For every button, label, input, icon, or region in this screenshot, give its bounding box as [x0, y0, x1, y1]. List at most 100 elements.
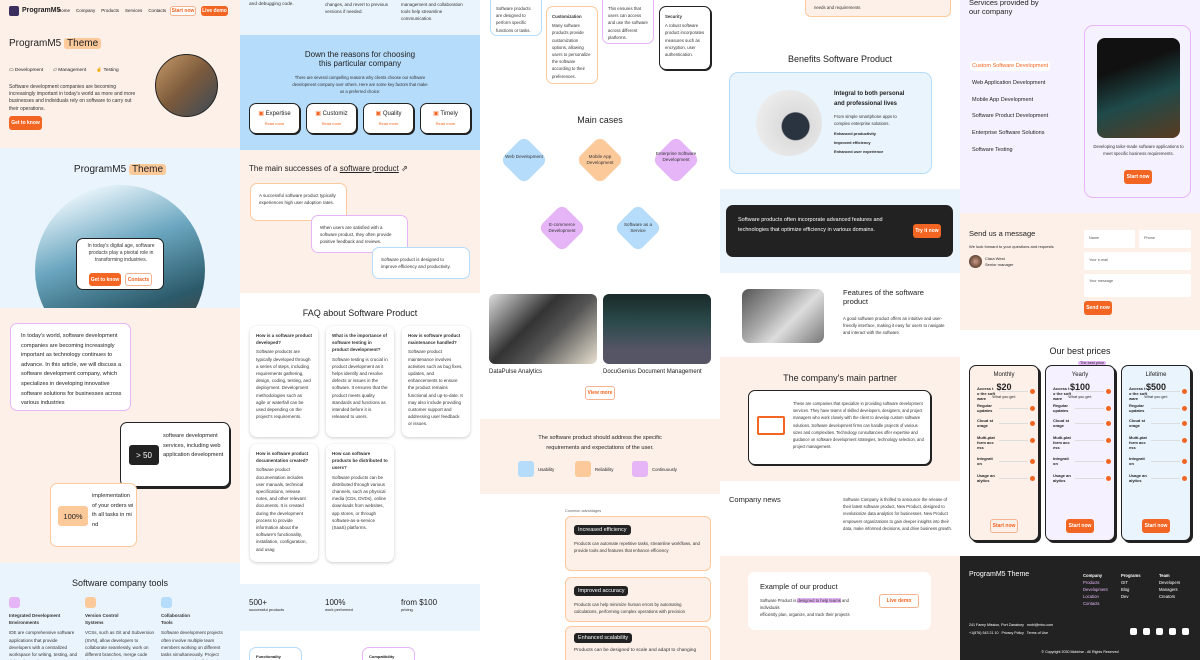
start-now-button[interactable]: Start now	[990, 519, 1018, 533]
shield-icon	[575, 461, 591, 477]
faq-question: How can software products be distributed…	[332, 451, 388, 471]
read-more-link[interactable]: Read more	[378, 121, 399, 126]
logo-text[interactable]: ProgramM5	[22, 7, 61, 14]
case-saas[interactable]: Software as a Service	[623, 222, 653, 233]
service-item[interactable]: Mobile App Development	[972, 97, 1034, 103]
start-now-button[interactable]: Start now	[1066, 519, 1094, 533]
case-web[interactable]: Web Development	[505, 154, 543, 159]
check-icon	[1182, 476, 1187, 481]
advantage-title: Increased efficiency	[574, 525, 631, 535]
view-more-button[interactable]: View more	[585, 386, 615, 400]
start-now-button[interactable]: Start now	[1124, 170, 1152, 184]
nav-products[interactable]: Products	[101, 8, 120, 13]
service-item[interactable]: Software Testing	[972, 147, 1013, 153]
contacts-button[interactable]: Contacts	[125, 273, 152, 286]
start-now-button[interactable]: Start now	[170, 6, 196, 16]
github-icon[interactable]	[1143, 628, 1150, 635]
product-image-docugenius[interactable]	[603, 294, 711, 364]
banner-section: Software products often incorporate adva…	[720, 189, 960, 273]
reason-label: Expertise	[265, 111, 291, 117]
footer-brand: ProgramM5 Theme	[969, 571, 1030, 578]
live-demo-button[interactable]: Live demo	[879, 594, 919, 608]
service-item[interactable]: Enterprise Software Solutions	[972, 130, 1045, 136]
quality-title: Functionality	[256, 654, 281, 659]
footer-link[interactable]: Products	[1083, 580, 1100, 585]
success-card: When users are satisfied with a software…	[311, 215, 408, 253]
presentation-icon: ▣	[375, 111, 382, 117]
footer-link[interactable]: Contacts	[1083, 601, 1100, 606]
plan-feature-label: Usage analytics	[1053, 473, 1071, 483]
tool-vcs: Version Control Systems VCSs, such as Gi…	[85, 597, 155, 660]
footer-link[interactable]: Development	[1083, 587, 1108, 592]
presentation-icon: ▣	[315, 111, 321, 117]
footer-link[interactable]: Managers	[1159, 587, 1178, 592]
quality-text: Software products are designed to perfor…	[496, 6, 531, 33]
footer-phone[interactable]: +1(876) 543 21 10	[969, 631, 999, 635]
message-textarea[interactable]: Your message	[1084, 274, 1191, 297]
get-to-know-button[interactable]: Get to know	[89, 273, 121, 286]
read-more-link[interactable]: Read more	[435, 121, 456, 126]
phone-input[interactable]: Phone	[1139, 230, 1191, 248]
footer-link[interactable]: Creators	[1159, 594, 1176, 599]
footer-link[interactable]: Developers	[1159, 580, 1181, 585]
email-input[interactable]: Your e-mail	[1084, 252, 1191, 270]
service-item[interactable]: Web Application Development	[972, 80, 1046, 86]
product-image-datapulse[interactable]	[489, 294, 597, 364]
get-to-know-button[interactable]: Get to know	[9, 116, 42, 130]
stat-value: 100%	[325, 598, 346, 607]
faq-section: FAQ about Software Product How is a soft…	[240, 293, 480, 583]
service-item[interactable]: Software Product Development	[972, 113, 1049, 119]
read-more-link[interactable]: Read more	[321, 121, 342, 126]
stat-card-orders: 100% implementation of your orders with …	[50, 483, 137, 547]
facebook-icon[interactable]	[1130, 628, 1137, 635]
live-demo-button[interactable]: Live demo	[201, 6, 228, 16]
name-input[interactable]: Name	[1084, 230, 1135, 248]
facebook-icon[interactable]	[1156, 628, 1163, 635]
nav-contacts[interactable]: Contacts	[148, 8, 167, 13]
footer-link[interactable]: Dev	[1121, 594, 1129, 599]
read-more-link[interactable]: Read more	[264, 121, 285, 126]
linkedin-icon[interactable]	[1169, 628, 1176, 635]
case-enterprise[interactable]: Enterprise Software Development	[655, 151, 697, 162]
product-label[interactable]: DataPulse Analytics	[489, 369, 543, 375]
stat-work: 100%work performed	[325, 598, 353, 612]
try-it-now-button[interactable]: Try it now	[913, 224, 941, 238]
case-mobile[interactable]: Mobile App Development	[586, 154, 614, 165]
req-label: Usability	[538, 466, 555, 472]
nav-home[interactable]: Home	[58, 8, 71, 13]
success-text: A successful software product typically …	[259, 193, 336, 206]
feature-label: Testing	[103, 68, 119, 73]
example-title: Example of our product	[760, 582, 838, 591]
stat-value: 100%	[58, 506, 88, 526]
faq-question: How is software product maintenance hand…	[408, 333, 461, 346]
software-product-link[interactable]: software product	[339, 164, 399, 173]
send-now-button[interactable]: Send now	[1084, 301, 1112, 315]
nav-company[interactable]: Company	[76, 8, 96, 13]
plan-feature-label: Multi-platform access	[977, 435, 995, 450]
check-icon	[1030, 389, 1035, 394]
column-3: Software products are designed to perfor…	[480, 0, 720, 660]
service-item-active[interactable]: Custom Software Development	[970, 61, 1051, 71]
nav-services[interactable]: Services	[125, 8, 143, 13]
start-now-button[interactable]: Start now	[1142, 519, 1170, 533]
footer-link[interactable]: Location	[1083, 594, 1099, 599]
product-label[interactable]: DocuGenius Document Management	[603, 369, 702, 375]
quality-card: This ensures that users can access and u…	[602, 0, 654, 44]
plan-feature-label: Regular updates	[1129, 403, 1145, 413]
footer-email[interactable]: mobi@mbo.com	[1026, 623, 1054, 627]
faq-answer: Software product documentation includes …	[256, 467, 307, 552]
privacy-policy-link[interactable]: Privacy Policy	[1001, 631, 1024, 635]
terms-link[interactable]: Terms of Use	[1026, 631, 1048, 635]
partner-card: These are companies that specialize in p…	[748, 390, 931, 465]
banner-card: Software products often incorporate adva…	[726, 205, 953, 257]
check-icon	[1030, 421, 1035, 426]
footer-link[interactable]: GIT	[1121, 580, 1128, 585]
case-ecommerce[interactable]: E-commerce Development	[548, 222, 576, 233]
footer-link[interactable]: Blog	[1121, 587, 1130, 592]
telegram-icon[interactable]	[1182, 628, 1189, 635]
